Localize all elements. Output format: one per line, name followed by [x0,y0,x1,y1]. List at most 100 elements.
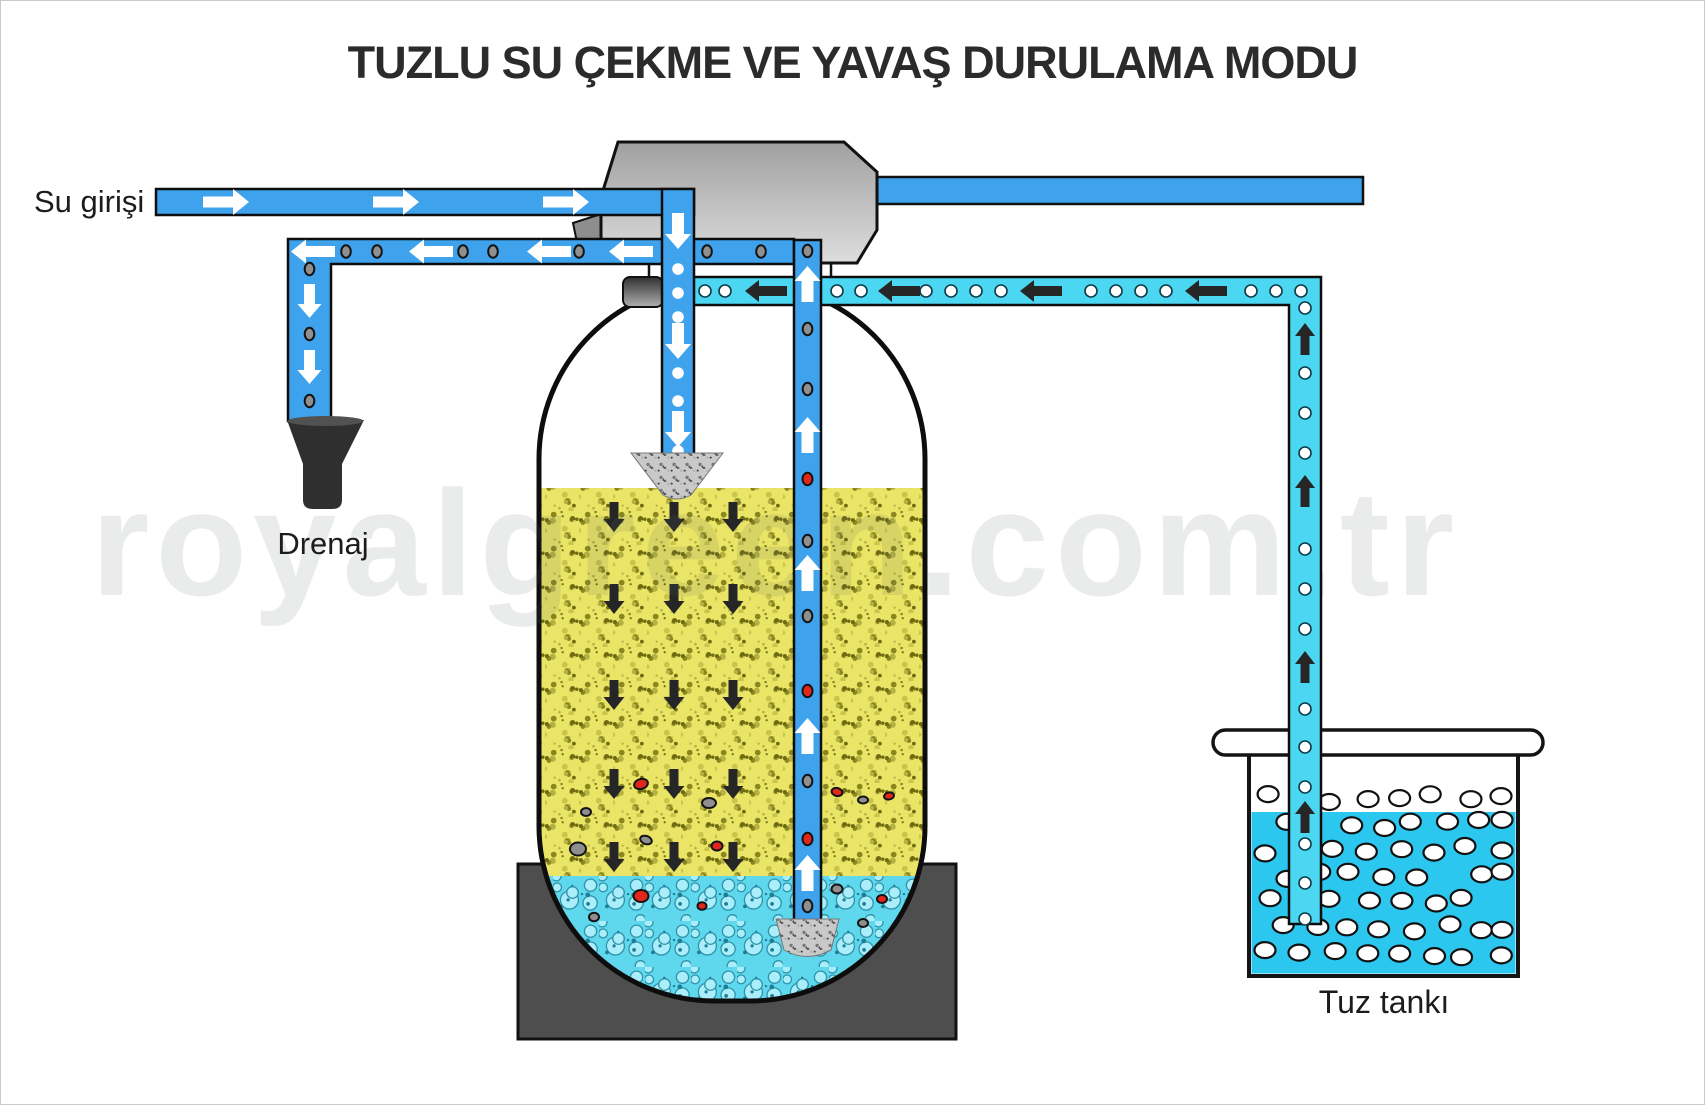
white-right-arrow-icon [543,189,589,215]
salt-pellet [1354,842,1378,861]
salt-pellet [1438,915,1462,934]
salt-tank-label: Tuz tankı [1318,984,1450,1020]
brine-pipe-layer [689,275,1323,926]
white-left-arrow-icon [527,239,571,264]
salt-pellet [1424,894,1448,913]
ion-particle-gray [588,911,600,923]
salt-pellet [1490,841,1514,860]
ion-particle-gray [340,244,352,259]
injector-pipe-layer [629,187,725,500]
water-droplet-dot [1244,284,1258,298]
water-droplet-dot [672,311,684,323]
black-down-arrow-icon [663,769,685,799]
black-up-arrow-icon [1295,475,1315,507]
salt-pellet [1402,922,1427,941]
white-up-arrow-icon [794,266,821,302]
black-down-arrow-icon [603,584,625,614]
ion-particle-red [876,894,888,904]
ion-particle-red [632,889,650,903]
ion-particle-red [696,901,708,911]
salt-pellet [1253,844,1277,863]
water-droplet-dot [672,287,684,299]
ion-particle-gray [573,244,585,259]
salt-pellet [1356,789,1380,809]
ion-particle-red [883,791,895,801]
white-up-arrow-icon [794,855,821,891]
salt-pellet [1372,867,1396,887]
ion-particle-gray [857,918,869,928]
black-down-arrow-icon [603,769,625,799]
salt-pellet [1449,888,1473,908]
water-droplet-dot [994,284,1008,298]
water-droplet-dot [1269,284,1283,298]
black-up-arrow-icon [1295,651,1315,683]
water-droplet-dot [830,284,844,298]
water-inlet-label: Su girişi [34,184,145,219]
black-down-arrow-icon [722,584,744,614]
salt-pellet [1357,891,1382,910]
white-up-arrow-icon [794,417,821,453]
ion-particle-gray [569,841,587,857]
black-up-arrow-icon [1295,801,1315,833]
ion-particle-red [710,840,724,852]
white-left-arrow-icon [291,239,335,264]
black-down-arrow-icon [663,502,685,532]
water-droplet-dot [969,284,983,298]
black-up-arrow-icon [1295,323,1315,355]
salt-pellet [1340,816,1364,835]
ion-particle-gray [580,807,592,817]
salt-pellet [1470,865,1494,884]
water-droplet-dot [1159,284,1173,298]
ion-particle-gray [801,773,814,789]
water-droplet-dot [1084,284,1098,298]
ion-particle-gray [457,244,469,259]
salt-pellet [1422,946,1447,966]
salt-pellet [1449,948,1474,967]
water-droplet-dot [1298,702,1312,716]
salt-pellet [1490,810,1514,830]
tank-inlet-connector [622,276,664,308]
water-droplet-dot [1298,301,1312,315]
drain-label: Drenaj [277,526,369,561]
ion-particle-red [801,683,814,699]
black-down-arrow-icon [603,502,625,532]
salt-pellet [1323,941,1347,961]
salt-pellet [1422,843,1446,862]
water-droplet-dot [1294,284,1308,298]
white-right-arrow-icon [373,189,419,215]
ion-particle-gray [801,381,814,397]
salt-pellet [1453,836,1477,856]
white-right-arrow-icon [203,189,249,215]
water-droplet-dot [698,284,712,298]
water-droplet-dot [1134,284,1148,298]
outlet-pipe [869,175,1365,206]
ion-particle-red [633,777,649,791]
water-droplet-dot [1298,446,1312,460]
ion-particle-gray [701,244,713,259]
ion-particle-gray [303,261,316,277]
water-droplet-dot [1298,876,1312,890]
water-droplet-dot [1298,740,1312,754]
drain-funnel-rim [287,416,364,426]
black-left-arrow-icon [1185,280,1227,302]
riser-strainer [775,918,840,957]
salt-pellet [1356,944,1380,963]
black-left-arrow-icon [878,280,920,302]
drain-pipe-layer [286,237,796,509]
salt-pellet [1435,812,1460,831]
black-left-arrow-icon [1020,280,1062,302]
ion-particle-gray [801,533,814,549]
salt-pellet [1489,786,1513,806]
water-droplet-dot [1298,837,1312,851]
ion-particle-gray [801,321,814,337]
black-down-arrow-icon [663,842,685,872]
salt-pellet [1387,944,1412,963]
salt-pellet [1459,790,1483,809]
salt-pellet [1366,920,1391,939]
riser-tube-layer [775,238,840,957]
white-left-arrow-icon [409,239,453,264]
ion-particle-gray [303,393,316,409]
black-down-arrow-icon [603,842,625,872]
water-droplet-dot [1298,912,1312,926]
white-left-arrow-icon [609,239,653,264]
